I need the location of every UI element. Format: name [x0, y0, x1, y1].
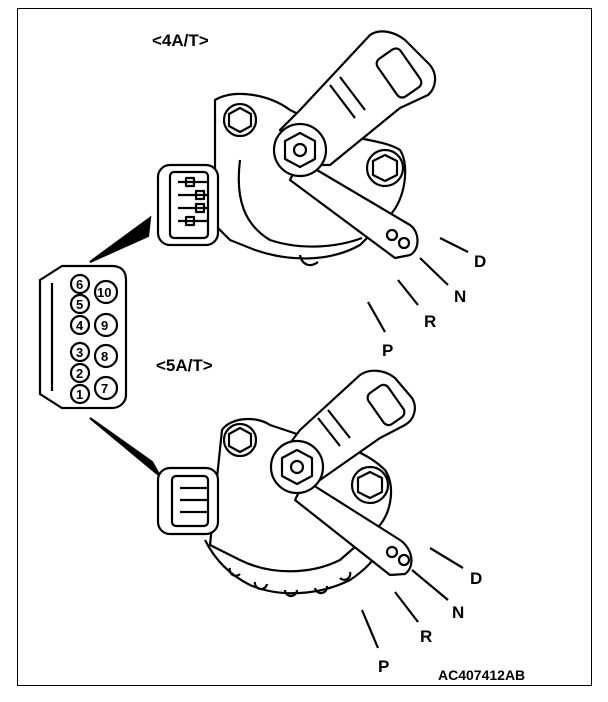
switch-5at-center-nut [269, 439, 325, 495]
switch-5at-lever-slot [366, 383, 406, 427]
pin-7 [93, 375, 119, 401]
switch-5at-connector [156, 466, 220, 536]
section-title-5at: <5A/T> [156, 356, 213, 375]
position-label-4at-p: P [382, 341, 393, 360]
switch-4at-connector [156, 163, 220, 247]
pin-8 [93, 343, 119, 369]
position-label-4at-r: R [424, 312, 436, 331]
switch-5at-bolt-right [350, 465, 390, 505]
switch-4at-center-nut [272, 122, 328, 178]
pin-6 [69, 273, 91, 295]
pin-label-9: 9 [101, 318, 108, 333]
switch-4at-lever-slot [375, 47, 423, 99]
pin-label-8: 8 [101, 349, 108, 364]
switch-4at-sector [237, 159, 363, 248]
leaders-4at [367, 237, 469, 333]
position-label-5at-n: N [452, 603, 464, 622]
pointer-wedge-bottom [89, 417, 161, 477]
pin-label-6: 6 [76, 277, 83, 292]
pin-label-1: 1 [76, 387, 83, 402]
switch-4at [156, 30, 437, 267]
position-label-5at-r: R [420, 627, 432, 646]
leaders-5at [360, 547, 464, 649]
position-label-5at-d: D [470, 569, 482, 588]
switch-4at-bolt-right [365, 148, 405, 188]
position-label-4at-n: N [454, 287, 466, 306]
pin-10 [93, 279, 119, 305]
pin-9 [93, 312, 119, 338]
pin-1 [69, 383, 91, 405]
switch-4at-detent-plate [288, 158, 419, 260]
pin-label-5: 5 [76, 297, 83, 312]
pin-2 [69, 362, 91, 384]
pin-label-4: 4 [76, 318, 84, 333]
switch-4at-bolt-left [222, 102, 258, 138]
pin-3 [69, 341, 91, 363]
pin-5 [69, 293, 91, 315]
pin-label-3: 3 [76, 345, 83, 360]
position-label-4at-d: D [474, 252, 486, 271]
switch-5at-bolt-left [222, 422, 258, 458]
pin-label-7: 7 [101, 381, 108, 396]
switch-5at [156, 369, 416, 598]
pin-label-10: 10 [97, 285, 111, 300]
pin-4 [69, 314, 91, 336]
position-label-5at-p: P [378, 657, 389, 676]
section-title-4at: <4A/T> [152, 31, 209, 50]
switch-5at-detent-plate [293, 478, 413, 577]
connector-pinout [38, 215, 161, 477]
figure-code: AC407412AB [438, 667, 525, 683]
pointer-wedge-top [89, 215, 152, 264]
figure-frame [17, 8, 592, 686]
pin-label-2: 2 [76, 366, 83, 381]
